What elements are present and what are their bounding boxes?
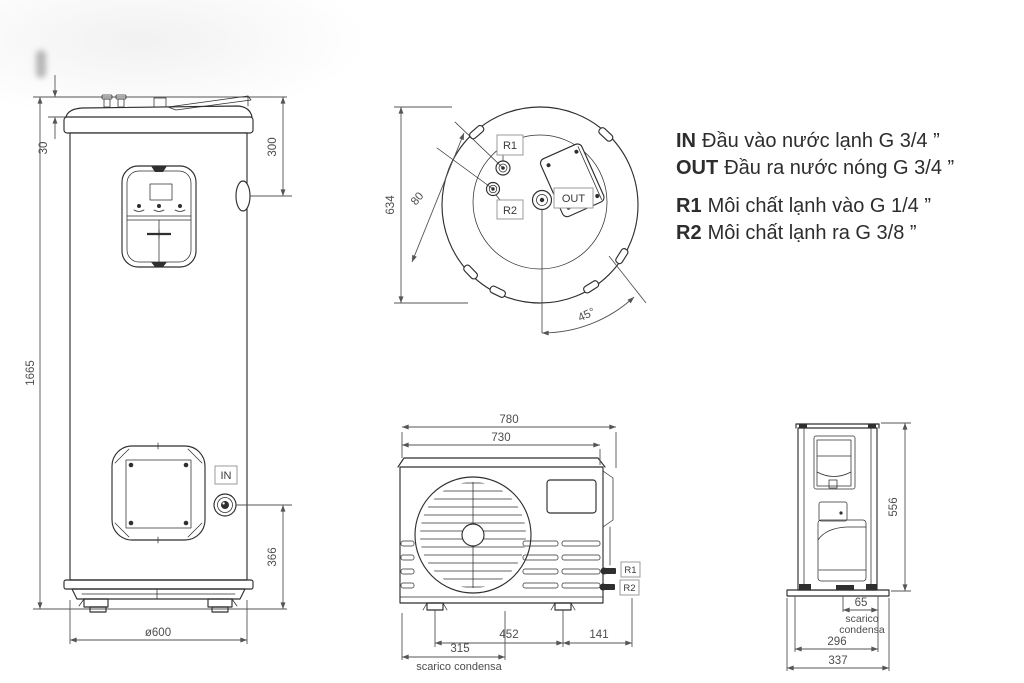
- outdoor-r2-label-box: [619, 579, 640, 596]
- dim-port-spacing: 80: [409, 132, 465, 263]
- watermark-mark: [36, 50, 46, 78]
- out-label-box: [553, 187, 594, 209]
- dim-outdoor-body-width-label: 730: [491, 432, 510, 444]
- in-label: IN: [221, 470, 232, 482]
- watermark-smudge: [0, 0, 370, 120]
- dim-side-height: 556: [881, 422, 911, 592]
- dim-side-base-width: 296: [794, 596, 879, 652]
- outdoor-r2-label: R2: [623, 583, 635, 594]
- outdoor-feet: [422, 602, 576, 611]
- panel-buttons: [133, 204, 186, 212]
- dim-drain-offset-front-label: 315: [450, 643, 469, 655]
- rim-tabs: [463, 124, 629, 298]
- dim-diameter-label: ø600: [145, 627, 171, 639]
- drain-caption-side-1: scarico: [845, 613, 878, 625]
- dim-side-total-depth-label: 337: [828, 655, 847, 667]
- dim-angle: 45°: [541, 210, 647, 336]
- side-internals: [813, 435, 867, 582]
- in-label-box: [214, 465, 238, 485]
- tank-front-view: IN 1665 30: [25, 75, 292, 644]
- drain-caption-side-2: condensa: [839, 624, 885, 636]
- nameplate-panel: [546, 479, 597, 514]
- in-port: [213, 493, 237, 517]
- legend-text-in: Đầu vào nước lạnh G 3/4 ”: [702, 130, 940, 152]
- legend-key-r1: R1: [676, 195, 702, 217]
- side-base-plate: [786, 589, 890, 597]
- vent-slats: [400, 540, 601, 589]
- dim-feet-span: 452: [434, 610, 564, 647]
- dim-diameter: ø600: [69, 600, 248, 644]
- dim-right-offset-label: 141: [589, 629, 608, 641]
- tank-top-view: R1 R2 OUT 634 80 45°: [385, 106, 647, 336]
- dim-right-offset: 141: [562, 598, 633, 647]
- dim-outdoor-total-width-label: 780: [499, 414, 518, 426]
- dim-side-base-width-label: 296: [827, 636, 846, 648]
- outdoor-lid: [397, 457, 606, 468]
- dim-top-depth-label: 634: [385, 195, 397, 215]
- dim-side-total-depth: 337: [786, 598, 890, 671]
- tank-base: [63, 579, 254, 613]
- outdoor-r1-label: R1: [624, 565, 636, 576]
- fan-hub: [461, 523, 485, 547]
- display-screen: [149, 183, 173, 201]
- outdoor-r1-label-box: [620, 561, 641, 578]
- outdoor-body: [399, 466, 604, 604]
- dim-out-height-label: 300: [267, 137, 279, 156]
- dim-drain-offset-side-label: 65: [855, 597, 868, 609]
- tank-lid-band: [63, 116, 254, 134]
- dim-total-height-label: 1665: [25, 360, 37, 386]
- dim-lid-height-label: 30: [38, 142, 50, 155]
- inspection-hatch: [111, 442, 206, 544]
- legend-text-r2: Môi chất lạnh ra G 3/8 ”: [707, 222, 917, 244]
- side-body: [797, 427, 878, 591]
- dim-feet-span-label: 452: [499, 629, 518, 641]
- r2-label-box: [496, 199, 524, 220]
- out-fitting: [531, 189, 553, 211]
- legend-key-in: IN: [676, 130, 696, 152]
- dim-lid-height: 30: [38, 75, 58, 155]
- dim-side-height-label: 556: [888, 497, 900, 516]
- r1-fitting: [495, 160, 511, 176]
- legend-key-r2: R2: [676, 222, 702, 244]
- legend-text-r1: Môi chất lạnh vào G 1/4 ”: [707, 195, 932, 217]
- refrigerant-valves: R1 R2: [599, 526, 641, 596]
- dim-drain-offset-front: 315 scarico condensa: [401, 611, 506, 673]
- outdoor-side-view: 556 65 scarico condensa 296 337: [786, 422, 911, 671]
- dim-outdoor-total-width: 780: [401, 414, 617, 468]
- r2-fitting: [485, 181, 501, 197]
- legend-text-out: Đầu ra nước nóng G 3/4 ”: [724, 157, 955, 179]
- dim-port-spacing-label: 80: [409, 190, 426, 208]
- dim-total-height: 1665: [25, 96, 43, 610]
- legend-row-in: IN Đầu vào nước lạnh G 3/4 ”: [676, 128, 954, 155]
- r2-label: R2: [503, 205, 517, 217]
- dim-top-depth: 634: [385, 106, 468, 304]
- control-panel: [121, 165, 197, 268]
- dim-out-height: 300: [267, 96, 286, 197]
- dim-outdoor-body-width: 730: [401, 432, 601, 465]
- r1-label-box: [496, 134, 524, 156]
- out-label: OUT: [562, 193, 586, 205]
- r1-label: R1: [503, 140, 517, 152]
- legend-key-out: OUT: [676, 157, 719, 179]
- dim-drain-offset-side: 65 scarico condensa: [839, 596, 885, 652]
- side-port-out: [235, 180, 251, 212]
- dim-angle-label: 45°: [576, 306, 597, 324]
- side-bracket: [602, 470, 614, 528]
- drain-caption-front: scarico condensa: [416, 661, 502, 673]
- dim-in-height-label: 366: [267, 547, 279, 566]
- tank-top-fittings: [101, 94, 252, 111]
- outdoor-front-view: R1 R2 780 730 452 141: [397, 414, 641, 673]
- dim-in-height: 366: [267, 504, 286, 610]
